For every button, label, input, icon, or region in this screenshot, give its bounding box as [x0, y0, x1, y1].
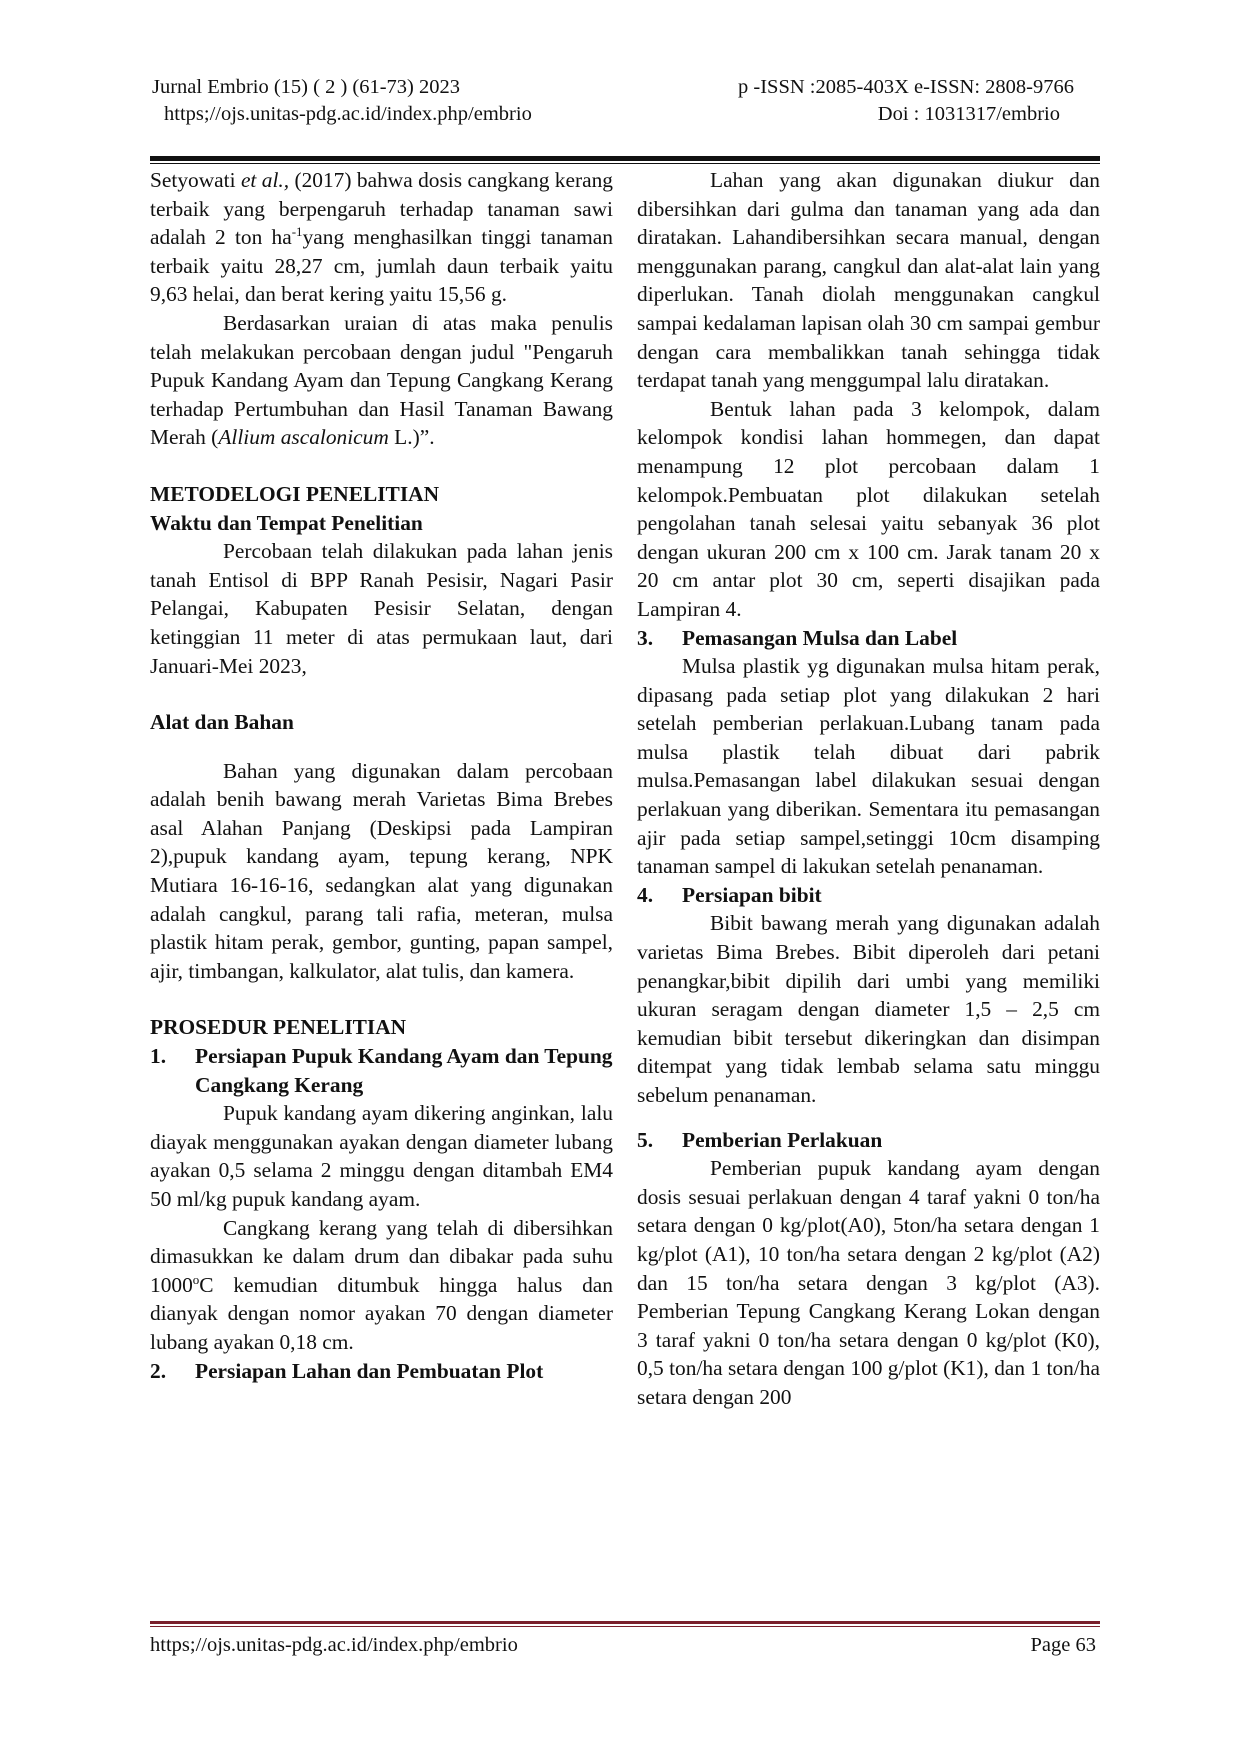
section-heading-metode: METODELOGI PENELITIAN: [150, 481, 440, 506]
step-4-heading: 4.Persiapan bibit: [637, 882, 822, 907]
step-1-paragraph-1: Pupuk kandang ayam dikering anginkan, la…: [150, 1101, 613, 1211]
lahan-paragraph: Lahan yang akan digunakan diukur dan dib…: [637, 168, 1100, 393]
step-2-heading: 2.Persiapan Lahan dan Pembuatan Plot: [150, 1358, 544, 1383]
step-1-paragraph-2: Cangkang kerang yang telah di dibersihka…: [150, 1215, 613, 1354]
step-1-heading: 1.Persiapan Pupuk Kandang Ayam dan Tepun…: [150, 1044, 613, 1097]
step-5-paragraph: Pemberian pupuk kandang ayam dengan dosi…: [637, 1156, 1100, 1409]
right-column: Lahan yang akan digunakan diukur dan dib…: [637, 166, 1100, 1412]
footer-rule-thick: [150, 1621, 1100, 1624]
journal-citation: Jurnal Embrio (15) ( 2 ) (61-73) 2023: [152, 76, 461, 98]
step-4-paragraph: Bibit bawang merah yang digunakan adalah…: [637, 911, 1100, 1107]
header-rule-thin: [150, 163, 1100, 164]
step-5-heading: 5.Pemberian Perlakuan: [637, 1127, 883, 1152]
alat-paragraph: Bahan yang digunakan dalam percobaan ada…: [150, 758, 613, 983]
intro-paragraph-2: Berdasarkan uraian di atas maka penulis …: [150, 310, 613, 450]
journal-url[interactable]: https;//ojs.unitas-pdg.ac.id/index.php/e…: [164, 103, 532, 125]
subheading-waktu: Waktu dan Tempat Penelitian: [150, 510, 423, 535]
footer-url[interactable]: https;//ojs.unitas-pdg.ac.id/index.php/e…: [150, 1634, 518, 1656]
step-3-heading: 3.Pemasangan Mulsa dan Label: [637, 625, 958, 650]
header-rule-thick: [150, 156, 1100, 161]
subheading-alat: Alat dan Bahan: [150, 710, 294, 735]
page-footer: https;//ojs.unitas-pdg.ac.id/index.php/e…: [150, 1634, 1096, 1657]
footer-rule-thin: [150, 1626, 1100, 1627]
section-heading-prosedur: PROSEDUR PENELITIAN: [150, 1015, 407, 1040]
page-number: Page 63: [1030, 1634, 1096, 1656]
intro-paragraph-1: Setyowati et al., (2017) bahwa dosis can…: [150, 168, 613, 307]
waktu-paragraph: Percobaan telah dilakukan pada lahan jen…: [150, 539, 613, 678]
doi: Doi : 1031317/embrio: [877, 103, 1060, 125]
plot-paragraph: Bentuk lahan pada 3 kelompok, dalam kelo…: [637, 396, 1100, 621]
left-column: Setyowati et al., (2017) bahwa dosis can…: [150, 166, 613, 1385]
step-3-paragraph: Mulsa plastik yg digunakan mulsa hitam p…: [637, 654, 1100, 879]
issn: p -ISSN :2085-403X e-ISSN: 2808-9766: [738, 76, 1074, 98]
